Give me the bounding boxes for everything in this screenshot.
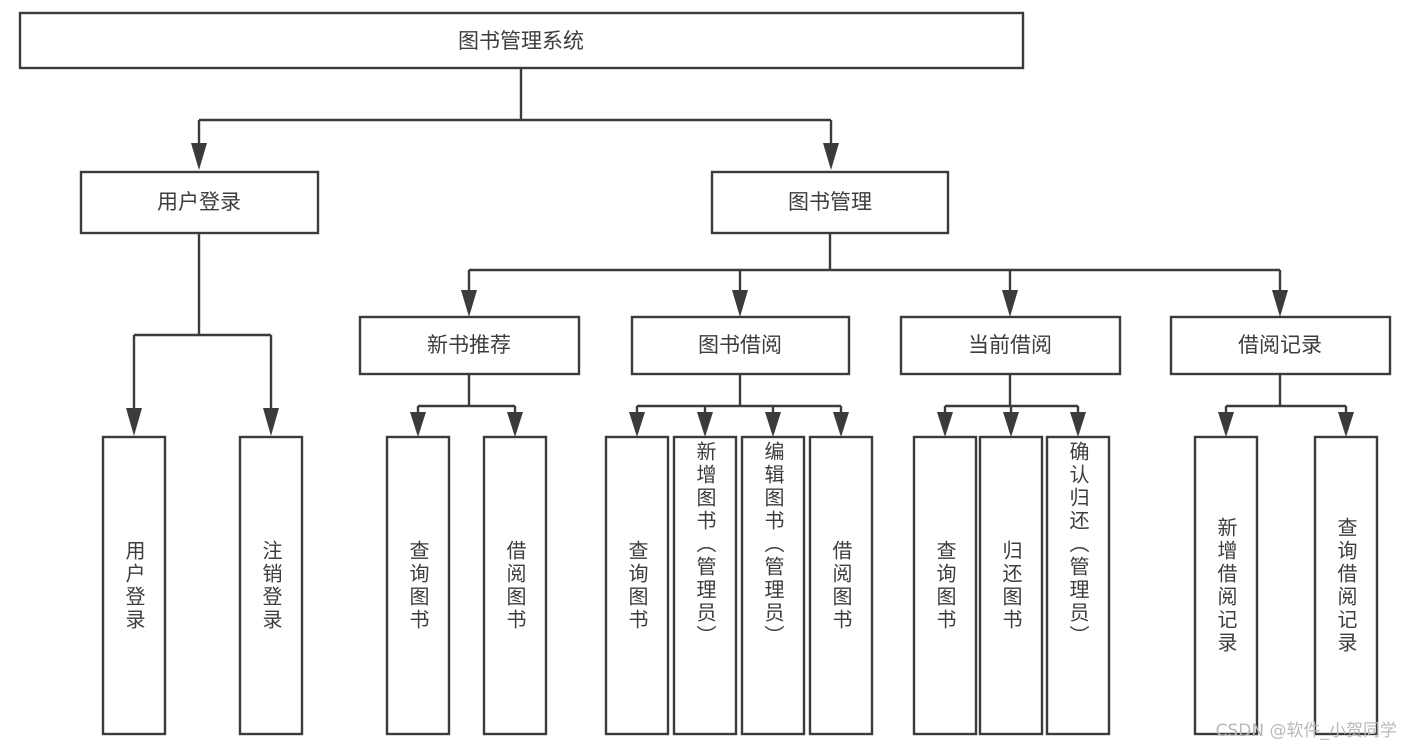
node-book-management[interactable]: 图书管理 — [710, 170, 950, 235]
arrow-head-icon — [629, 412, 645, 437]
node-book-borrow-label: 图书借阅 — [698, 333, 782, 357]
node-user-login-box[interactable] — [79, 170, 320, 235]
connector-book-borrow-to-leaves — [629, 374, 849, 437]
arrow-head-icon — [697, 412, 713, 437]
arrow-head-icon — [765, 412, 781, 437]
arrow-head-icon — [1218, 412, 1234, 437]
node-current-borrow-box[interactable] — [899, 315, 1122, 376]
leaf-box-logout[interactable] — [238, 435, 304, 736]
leaf-box-borrow-book-1[interactable] — [482, 435, 548, 736]
arrow-head-icon — [823, 143, 839, 170]
arrow-head-icon — [1338, 412, 1354, 437]
node-book-borrow[interactable]: 图书借阅 — [630, 315, 851, 376]
node-root-box[interactable] — [18, 11, 1025, 70]
arrow-head-icon — [461, 290, 477, 317]
arrow-head-icon — [191, 143, 207, 170]
leaf-box-user-login[interactable] — [101, 435, 167, 736]
leaf-box-return-book[interactable] — [978, 435, 1044, 736]
node-new-book-recommend-box[interactable] — [358, 315, 581, 376]
connector-borrow-record-to-leaves — [1218, 374, 1354, 437]
node-current-borrow[interactable]: 当前借阅 — [899, 315, 1122, 376]
arrow-head-icon — [1070, 412, 1086, 437]
node-borrow-record[interactable]: 借阅记录 — [1169, 315, 1392, 376]
arrow-head-icon — [126, 408, 142, 436]
connector-book-management-to-level3 — [461, 233, 1288, 317]
arrow-head-icon — [1002, 290, 1018, 317]
node-user-login-label: 用户登录 — [157, 190, 241, 214]
connector-new-book-recommend-to-leaves — [410, 374, 523, 437]
leaf-box-add-book-admin[interactable] — [672, 435, 738, 736]
leaf-box-edit-book-admin[interactable] — [740, 435, 806, 736]
leaf-box-query-book-3[interactable] — [912, 435, 978, 736]
leaf-box-query-borrow-record[interactable] — [1313, 435, 1379, 736]
arrow-head-icon — [263, 408, 279, 436]
leaf-box-confirm-return-admin[interactable] — [1045, 435, 1111, 736]
node-new-book-recommend[interactable]: 新书推荐 — [358, 315, 581, 376]
node-root[interactable]: 图书管理系统 — [18, 11, 1025, 70]
arrow-head-icon — [732, 290, 748, 317]
node-current-borrow-label: 当前借阅 — [968, 333, 1052, 357]
leaf-box-add-borrow-record[interactable] — [1193, 435, 1259, 736]
arrow-head-icon — [937, 412, 953, 437]
node-root-label: 图书管理系统 — [458, 29, 584, 53]
arrow-head-icon — [1003, 412, 1019, 437]
leaf-box-borrow-book-2[interactable] — [808, 435, 874, 736]
node-user-login[interactable]: 用户登录 — [79, 170, 320, 235]
leaf-box-query-book-1[interactable] — [385, 435, 451, 736]
arrow-head-icon — [507, 412, 523, 437]
node-book-management-label: 图书管理 — [788, 190, 872, 214]
connector-current-borrow-to-leaves — [937, 374, 1086, 437]
leaf-box-query-book-2[interactable] — [604, 435, 670, 736]
arrow-head-icon — [410, 412, 426, 437]
arrow-head-icon — [833, 412, 849, 437]
connector-root-to-level2 — [191, 68, 839, 170]
node-borrow-record-label: 借阅记录 — [1238, 333, 1322, 357]
node-new-book-recommend-label: 新书推荐 — [427, 333, 511, 357]
connector-user-login-to-leaves — [126, 233, 279, 436]
arrow-head-icon — [1272, 290, 1288, 317]
